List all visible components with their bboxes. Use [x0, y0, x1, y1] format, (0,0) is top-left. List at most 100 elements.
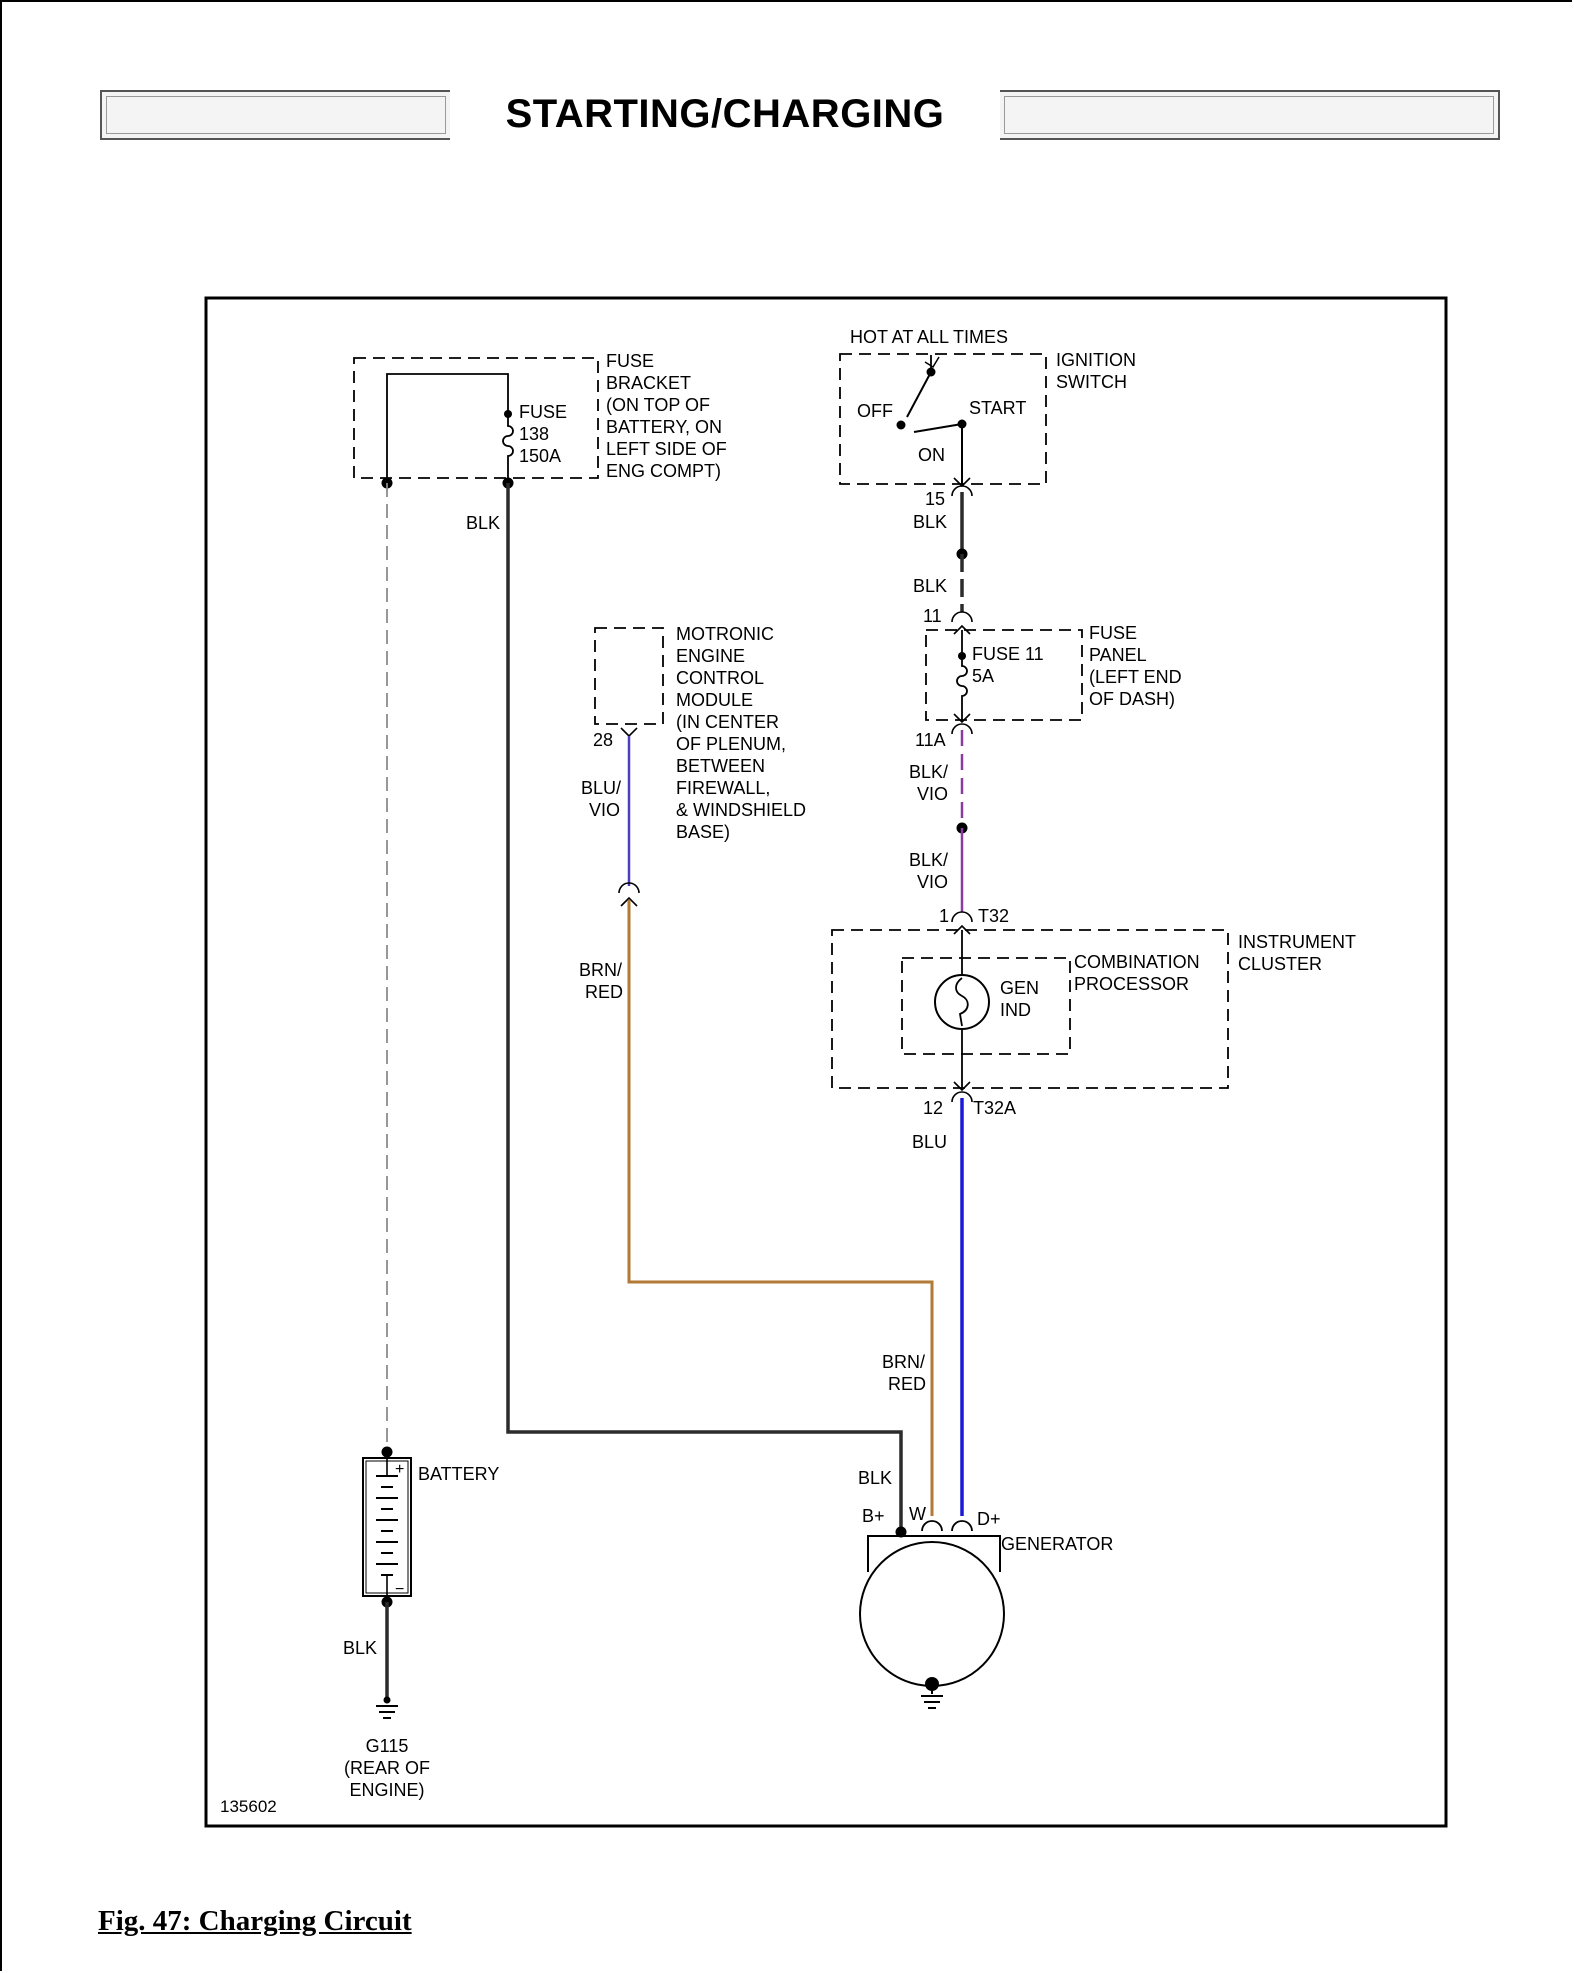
ecm-title-line-10: BASE)	[676, 822, 730, 842]
fuse-panel-terminal-11: 11	[923, 606, 942, 626]
inline-connector-female	[618, 882, 640, 894]
generator-label: GENERATOR	[1001, 1534, 1113, 1554]
diagram-figure-id: 135602	[220, 1797, 277, 1816]
ignition-off-label: OFF	[857, 401, 893, 421]
generator-terminal-block	[867, 1535, 1001, 1572]
ground-g115-label-line-2: (REAR OF	[344, 1758, 430, 1778]
wire-label-blu: BLU	[912, 1132, 947, 1152]
fuse-138-node	[504, 410, 512, 418]
battery: + − BATTERY	[362, 1446, 499, 1608]
wire-label-blk-vio-2-line-2: VIO	[917, 872, 948, 892]
battery-label: BATTERY	[418, 1464, 499, 1484]
fuse-11-element	[956, 630, 968, 720]
instrument-cluster: 1 T32 INSTRUMENT CLUSTER COMBINATION PRO…	[831, 906, 1356, 1118]
fuse-138-element	[386, 373, 514, 483]
fuse-bracket-title-line-4: BATTERY, ON	[606, 417, 722, 437]
cluster-connector-t32a-female	[951, 1091, 973, 1103]
instrument-cluster-title-line-2: CLUSTER	[1238, 954, 1322, 974]
ecm-boundary	[594, 627, 664, 725]
generator-body	[859, 1541, 1005, 1687]
cluster-connector-t32-male	[953, 924, 971, 935]
ignition-start-label: START	[969, 398, 1026, 418]
fuse-bracket: FUSE 138 150A FUSE BRACKET (ON TOP OF BA…	[353, 351, 727, 489]
fuse-138-label-line-2: 138	[519, 424, 549, 444]
inline-connector-male	[620, 896, 638, 907]
fuse-bracket-boundary	[353, 357, 599, 479]
figure-caption: Fig. 47: Charging Circuit	[98, 1905, 412, 1937]
gen-ind-label-line-1: GEN	[1000, 978, 1039, 998]
fuse-panel-connector-11-male	[953, 624, 971, 635]
instrument-cluster-title-line-1: INSTRUMENT	[1238, 932, 1356, 952]
diagram-frame	[204, 296, 1448, 1828]
wire-label-blk-gen: BLK	[858, 1468, 892, 1488]
ecm-title-line-9: & WINDSHIELD	[676, 800, 806, 820]
ignition-switch-title-line-2: SWITCH	[1056, 372, 1127, 392]
wire-label-blu-vio-line-1: BLU/	[581, 778, 621, 798]
combination-processor-label-line-2: PROCESSOR	[1074, 974, 1189, 994]
cluster-connector-t32a: T32A	[973, 1098, 1016, 1118]
fuse-138-label-line-3: 150A	[519, 446, 561, 466]
cluster-pin-12: 12	[923, 1098, 943, 1118]
wire-label-blk-vio-1-line-1: BLK/	[909, 762, 948, 782]
wire-label-blk-fuse: BLK	[466, 513, 500, 533]
ignition-switch-arrow	[924, 356, 940, 369]
ignition-terminal-15: 15	[925, 489, 945, 509]
ground-g115-node	[383, 1696, 391, 1704]
ground-g115-label-line-1: G115	[366, 1736, 409, 1756]
fuse-bracket-title-line-5: LEFT SIDE OF	[606, 439, 727, 459]
ignition-connector-15-female	[951, 485, 973, 497]
ecm-terminal-28: 28	[593, 730, 613, 750]
generator: B+ W D+ GENERATOR	[859, 1504, 1113, 1709]
fuse-bracket-title-line-1: FUSE	[606, 351, 654, 371]
ignition-switch-blade	[906, 371, 932, 418]
cluster-connector-t32-female	[951, 911, 973, 923]
fuse-bracket-title-line-2: BRACKET	[606, 373, 691, 393]
ecm-title-line-3: CONTROL	[676, 668, 764, 688]
ecm-title-line-8: FIREWALL,	[676, 778, 770, 798]
combination-processor-boundary	[901, 957, 1071, 1055]
ecm-title-line-6: OF PLENUM,	[676, 734, 786, 754]
ecm-connector-28-male	[620, 727, 638, 738]
battery-positive-terminal	[381, 1446, 393, 1458]
ecm-title-line-4: MODULE	[676, 690, 753, 710]
fuse-panel-terminal-11a: 11A	[915, 730, 946, 750]
wire-label-brn-red-2-line-2: RED	[888, 1374, 926, 1394]
generator-d-plus-terminal	[951, 1520, 973, 1532]
ignition-on-label: ON	[918, 445, 945, 465]
header-bar-left	[100, 90, 450, 140]
fuse-panel-title-line-2: PANEL	[1089, 645, 1147, 665]
ecm-title-line-2: ENGINE	[676, 646, 745, 666]
header-bar-right	[1000, 90, 1500, 140]
battery-case-inner	[365, 1460, 409, 1594]
battery-plus-sign: +	[395, 1461, 404, 1478]
gen-ind-label-line-2: IND	[1000, 1000, 1031, 1020]
ignition-on-start-bridge	[913, 423, 963, 433]
generator-w-terminal	[921, 1520, 943, 1532]
fuse-panel-title-line-4: OF DASH)	[1089, 689, 1175, 709]
ecm-title-line-5: (IN CENTER	[676, 712, 779, 732]
wire-label-blk-11: BLK	[913, 576, 947, 596]
combination-processor-label-line-1: COMBINATION	[1074, 952, 1200, 972]
ecm-title-line-7: BETWEEN	[676, 756, 765, 776]
cluster-connector-t32: T32	[978, 906, 1009, 926]
ignition-switch-title-line-1: IGNITION	[1056, 350, 1136, 370]
fuse-panel-connector-11a-female	[951, 723, 973, 735]
cluster-connector-t32a-male	[953, 1081, 971, 1092]
fuse-panel-title-line-3: (LEFT END	[1089, 667, 1182, 687]
page-title: STARTING/CHARGING	[505, 92, 945, 136]
wire-label-blk-ground: BLK	[343, 1638, 377, 1658]
fuse-panel-connector-11a-male	[953, 713, 971, 724]
ignition-hot-label: HOT AT ALL TIMES	[850, 327, 1008, 347]
generator-b-plus-terminal	[895, 1526, 907, 1538]
gen-ind-lamp-icon	[934, 974, 990, 1030]
fuse-bracket-title-line-3: (ON TOP OF	[606, 395, 710, 415]
ground-g115-label-line-3: ENGINE)	[349, 1780, 424, 1800]
instrument-cluster-boundary	[831, 929, 1229, 1089]
fuse-bracket-title-line-6: ENG COMPT)	[606, 461, 721, 481]
ground-g115: G115 (REAR OF ENGINE)	[344, 1696, 430, 1800]
ignition-off-contact	[896, 420, 906, 430]
generator-d-plus-label: D+	[977, 1509, 1001, 1529]
wire-label-blk-vio-1-line-2: VIO	[917, 784, 948, 804]
fuse-panel-boundary	[925, 629, 1083, 721]
